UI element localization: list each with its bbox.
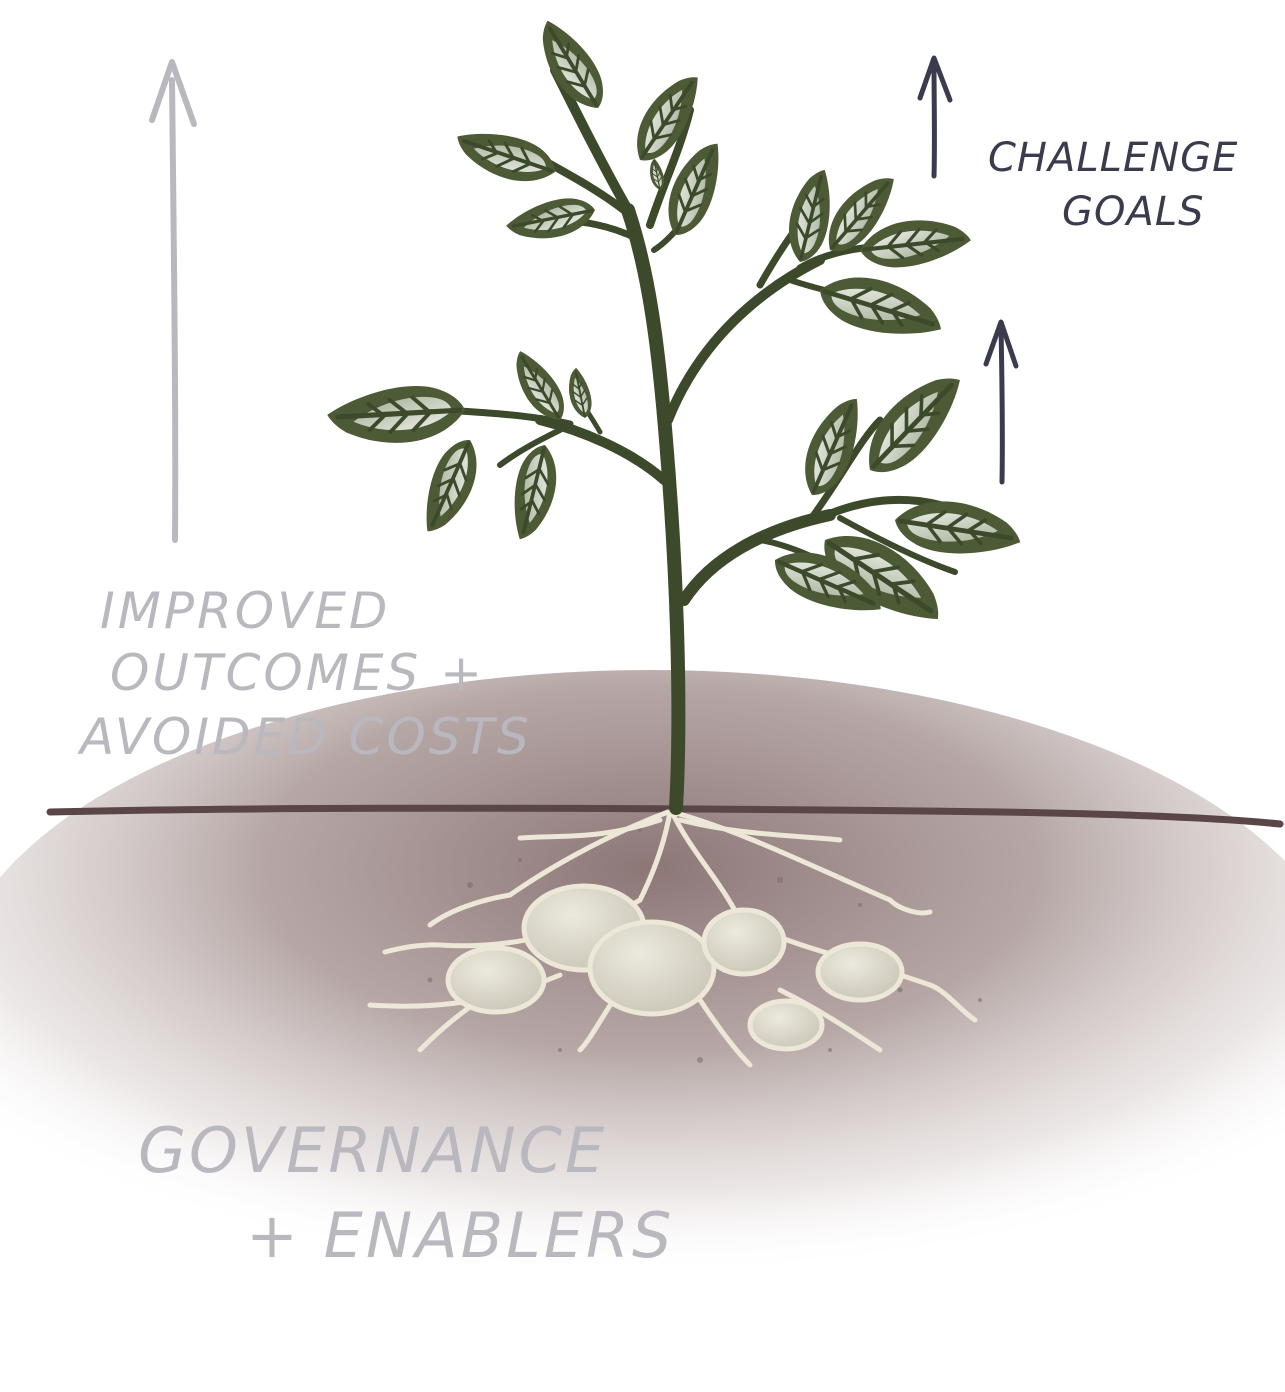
challenge-label-line-2: GOALS: [1062, 192, 1205, 232]
outcomes-label-line-2: OUTCOMES +: [110, 648, 485, 698]
challenge-arrow-top: [920, 58, 950, 176]
outcomes-label-line-1: IMPROVED: [100, 586, 390, 636]
governance-label-line-1: GOVERNANCE: [138, 1120, 607, 1182]
challenge-label-line-1: CHALLENGE: [988, 138, 1238, 178]
governance-label-line-2: + ENABLERS: [246, 1205, 674, 1267]
improvement-arrow: [152, 62, 194, 540]
challenge-arrow-bottom: [986, 322, 1016, 482]
outcomes-label-line-3: AVOIDED COSTS: [80, 712, 532, 762]
